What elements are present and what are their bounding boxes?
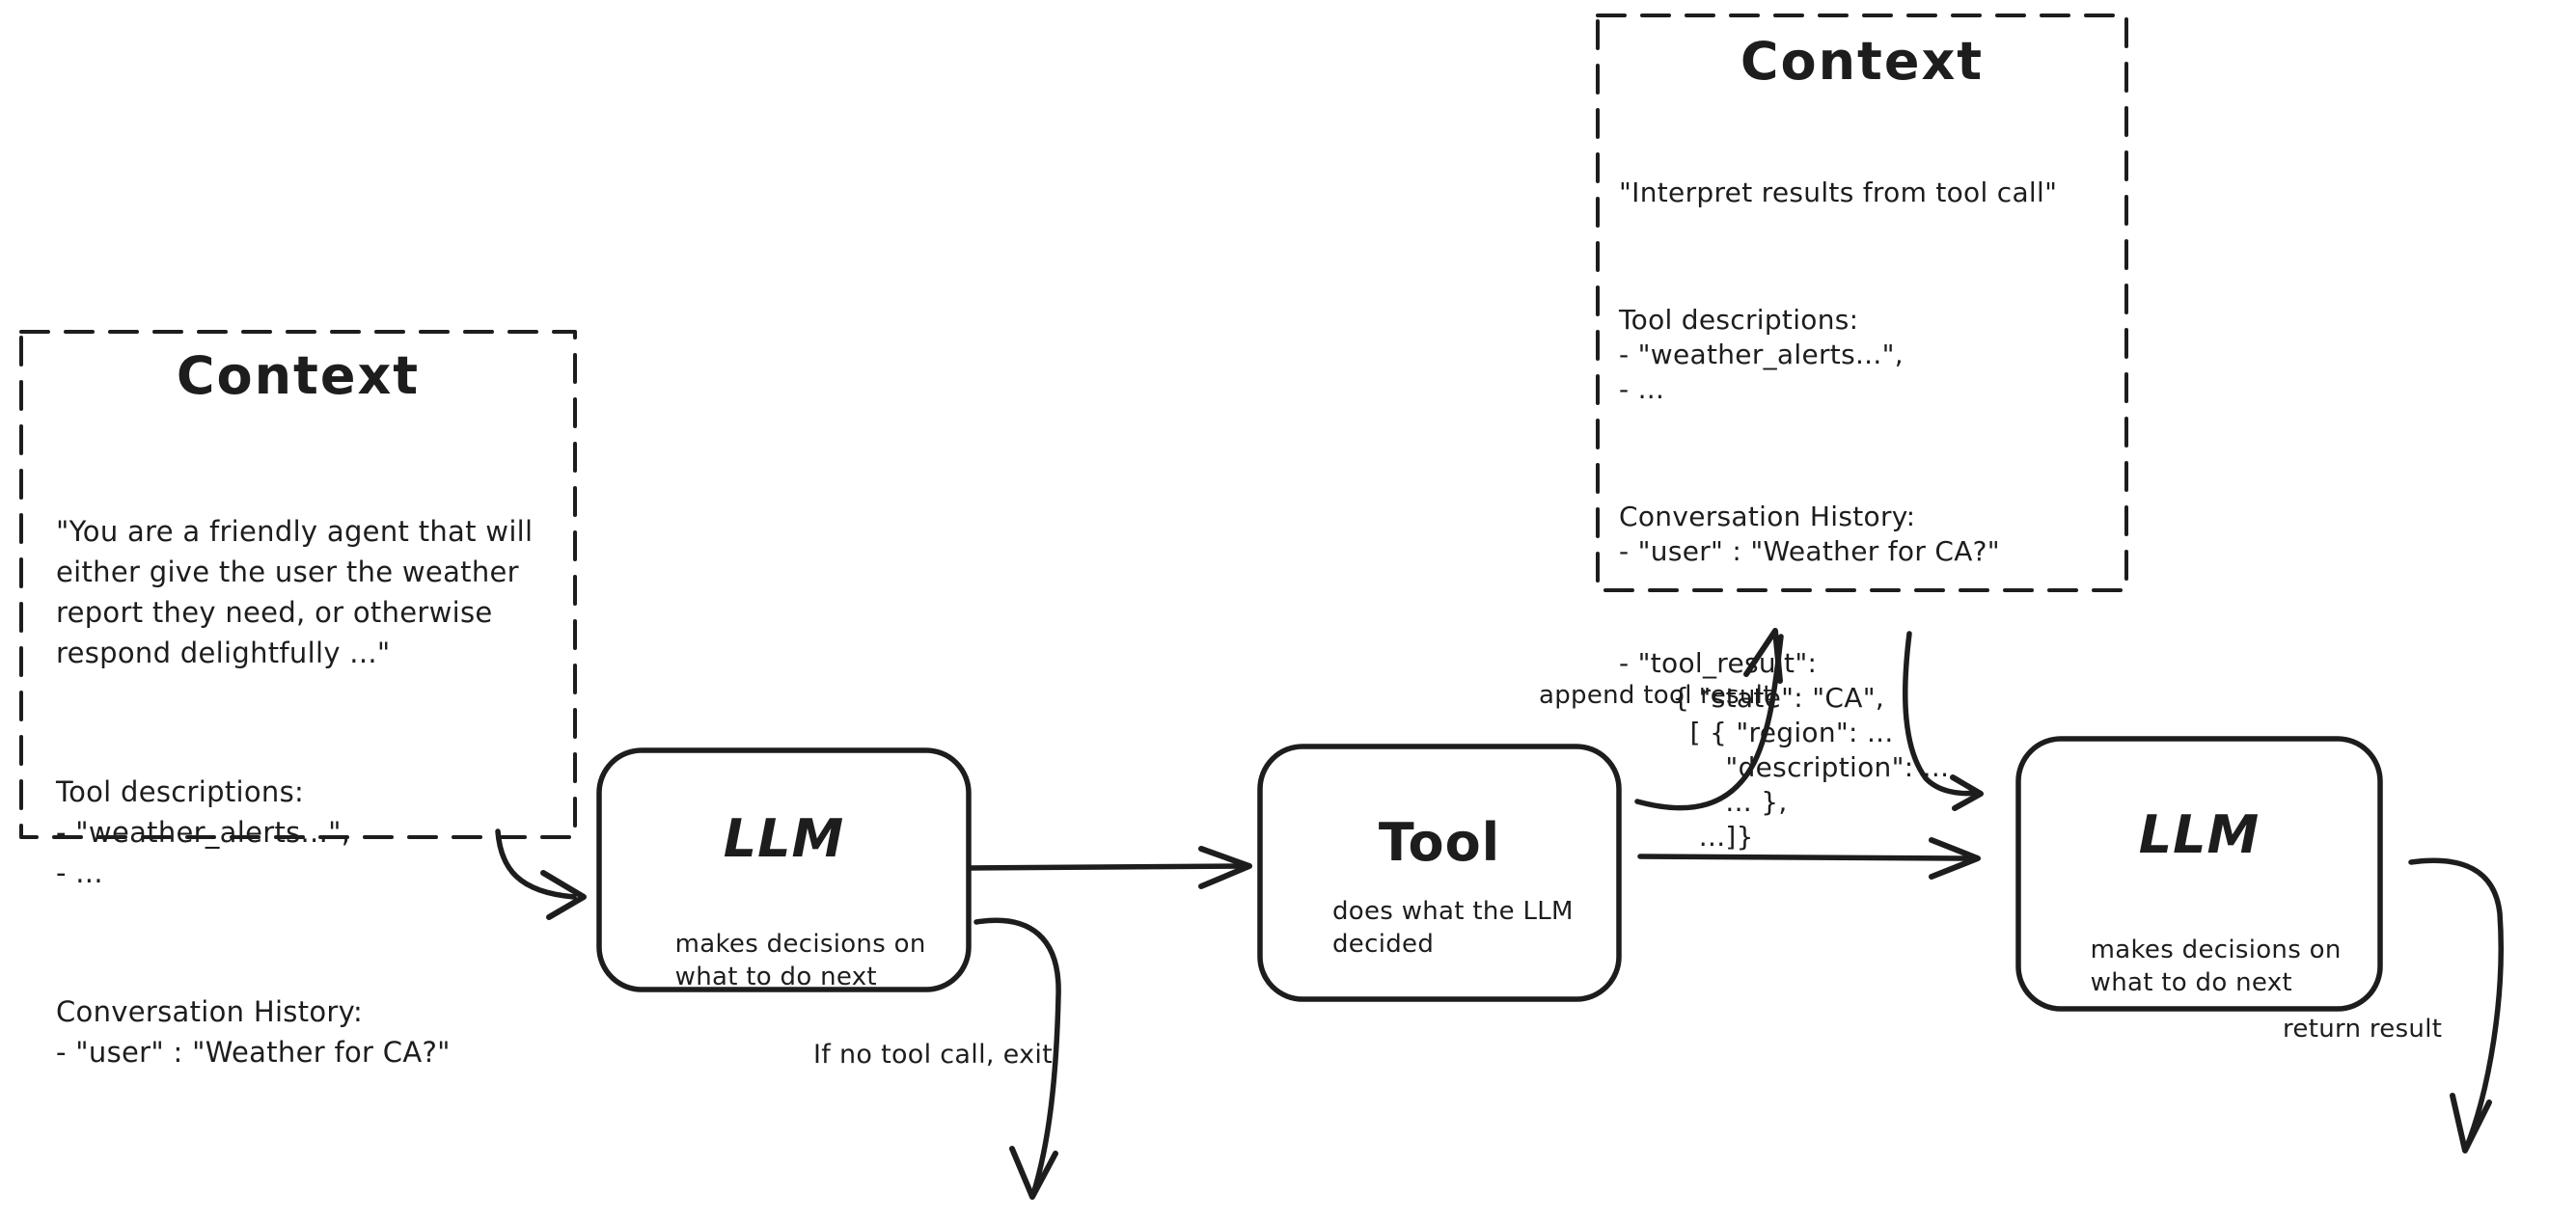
edge-llm2-return-arrowhead	[2450, 1093, 2492, 1153]
context-top-right-title: Context	[1740, 31, 1985, 92]
edge-llm1-exit-line	[973, 917, 1061, 1197]
edge-tool-to-context-top	[1634, 628, 1784, 811]
edge-llm2-return	[2408, 857, 2504, 1153]
context-left-body: "You are a friendly agent that will eith…	[56, 430, 533, 1153]
edge-llm2-return-line	[2408, 857, 2504, 1152]
edge-llm1-to-tool	[968, 846, 1252, 889]
context-left-tool-descriptions: Tool descriptions: - "weather_alerts..."…	[56, 775, 351, 889]
edge-context-left-to-llm1	[495, 828, 587, 920]
edge-label-if-no-tool-call-exit: If no tool call, exit	[813, 1040, 1054, 1070]
context-left-border	[19, 330, 577, 839]
edge-tool-to-context-top-arrowhead	[1743, 628, 1783, 684]
llm-2-title: LLM	[2138, 804, 2261, 865]
edge-llm1-to-tool-line	[968, 863, 1247, 871]
tool-title: Tool	[1378, 812, 1501, 873]
context-top-right-border	[1596, 14, 2128, 592]
llm-2-shape	[2015, 736, 2383, 1012]
context-top-right-tool-descriptions: Tool descriptions: - "weather_alerts..."…	[1619, 304, 1904, 405]
llm-1-subtitle: makes decisions on what to do next	[674, 930, 926, 991]
edge-tool-to-llm2-arrowhead	[1929, 837, 1981, 880]
edge-tool-to-llm2	[1637, 837, 1981, 880]
llm-2-subtitle: makes decisions on what to do next	[2090, 936, 2342, 997]
tool-subtitle: does what the LLM decided	[1332, 897, 1574, 959]
edge-llm1-exit-arrowhead	[1009, 1146, 1058, 1200]
context-left-conversation-history: Conversation History: - "user" : "Weathe…	[56, 995, 451, 1069]
edge-label-append-tool-result: append tool result	[1539, 681, 1773, 710]
edge-context-top-to-llm2-arrowhead	[1950, 774, 1984, 811]
edge-label-return-result: return result	[2283, 1015, 2443, 1044]
context-top-right-tool-result: - "tool_result": { "state": "CA", [ { "r…	[1619, 647, 1950, 853]
edge-context-left-to-llm1-arrowhead	[540, 870, 587, 920]
llm-1-subtitle-wrap: makes decisions on what to do next	[599, 895, 969, 1026]
edge-tool-to-llm2-line	[1637, 854, 1973, 861]
llm-1-shape	[596, 747, 972, 992]
edge-llm1-to-tool-arrowhead	[1198, 846, 1252, 889]
llm-1-title: LLM	[723, 808, 845, 869]
context-top-right-instruction: "Interpret results from tool call"	[1619, 176, 2058, 208]
edge-context-left-to-llm1-line	[495, 828, 577, 900]
edge-llm1-exit	[973, 917, 1061, 1200]
tool-shape	[1257, 744, 1622, 1002]
llm-2-subtitle-wrap: makes decisions on what to do next	[2018, 901, 2380, 1032]
edge-context-top-to-llm2	[1903, 631, 1984, 811]
context-left-system-prompt: "You are a friendly agent that will eith…	[56, 515, 534, 669]
context-top-right-conversation-history: Conversation History: - "user" : "Weathe…	[1619, 501, 2000, 567]
edge-tool-to-context-top-line	[1634, 634, 1784, 811]
context-top-right-body: "Interpret results from tool call" Tool …	[1619, 106, 2057, 924]
context-left-title: Context	[176, 345, 421, 406]
edge-context-top-to-llm2-line	[1903, 631, 1979, 797]
